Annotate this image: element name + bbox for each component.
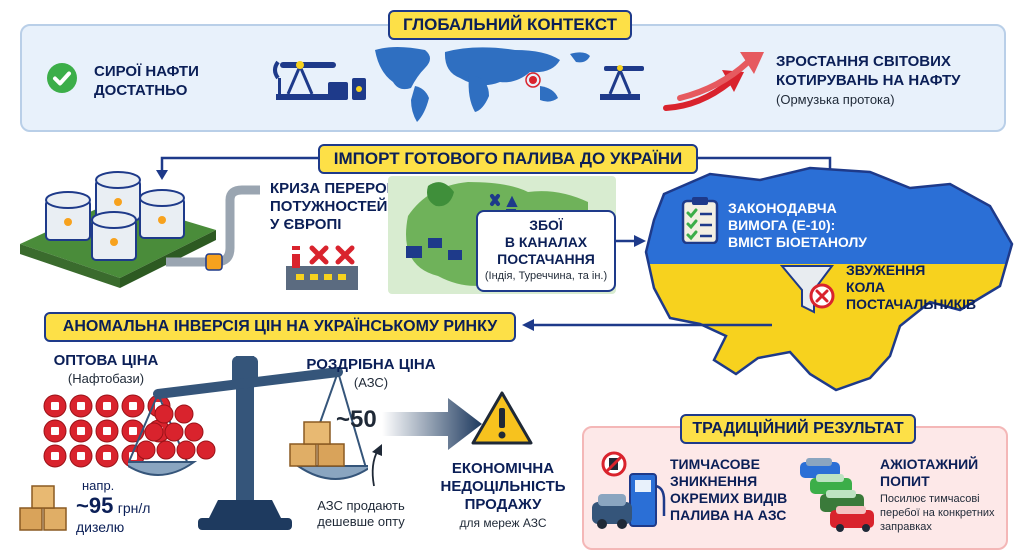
inefficiency-arrow bbox=[382, 396, 488, 452]
check-icon bbox=[46, 62, 78, 94]
retail-price-value: ~50 bbox=[336, 406, 377, 433]
panic-demand-text: АЖІОТАЖНИЙ ПОПИТ bbox=[880, 456, 979, 489]
balance-scale bbox=[128, 350, 368, 540]
supplier-narrowing-text: ЗВУЖЕННЯ КОЛА ПОСТАЧАЛЬНИКІВ bbox=[846, 262, 977, 312]
rising-arrows-icon bbox=[660, 46, 770, 118]
legal-requirement-text: ЗАКОНОДАВЧА ВИМОГА (Е-10): ВМІСТ БІОЕТАН… bbox=[728, 200, 868, 250]
refinery-closed-icon bbox=[282, 240, 378, 292]
wholesale-price-label: ОПТОВА ЦІНА bbox=[53, 352, 159, 369]
global-context-title: ГЛОБАЛЬНИЙ КОНТЕКСТ bbox=[388, 10, 632, 40]
result-title: ТРАДИЦІЙНИЙ РЕЗУЛЬТАТ bbox=[680, 414, 916, 444]
import-title: ІМПОРТ ГОТОВОГО ПАЛИВА ДО УКРАЇНИ bbox=[318, 144, 698, 174]
fuel-depot-illustration bbox=[16, 170, 266, 290]
supply-disruption-box bbox=[476, 210, 616, 292]
shortage-text: ТИМЧАСОВЕ ЗНИКНЕННЯ ОКРЕМИХ ВИДІВ ПАЛИВА… bbox=[670, 456, 788, 523]
scale-boxes-light bbox=[286, 420, 350, 470]
oil-pump-icon bbox=[273, 60, 336, 100]
wholesale-price-sub: (Нафтобази) bbox=[67, 371, 145, 386]
retail-price-sub: (АЗС) bbox=[353, 375, 389, 390]
retail-note: АЗС продають дешевше опту bbox=[317, 498, 405, 529]
supply-disruption-text: ЗБОЇ В КАНАЛАХ ПОСТАЧАННЯ bbox=[497, 217, 595, 267]
clipboard-icon bbox=[680, 196, 720, 244]
gas-station-icon bbox=[590, 450, 668, 532]
flow-arrow-to-ukraine bbox=[616, 234, 646, 248]
rising-prices-text: ЗРОСТАННЯ СВІТОВИХ КОТИРУВАНЬ НА НАФТУ bbox=[776, 53, 961, 89]
warning-icon bbox=[470, 390, 534, 448]
world-map-illustration bbox=[270, 42, 660, 126]
funnel-icon bbox=[778, 262, 838, 318]
supply-disruption-note: (Індія, Туреччина, та ін.) bbox=[484, 270, 608, 282]
inefficiency-text: ЕКОНОМІЧНА НЕДОЦІЛЬНІСТЬ ПРОДАЖУ bbox=[440, 460, 566, 513]
car-queue-icon bbox=[796, 458, 878, 532]
cargo-boxes-icon bbox=[18, 482, 70, 534]
inversion-title: АНОМАЛЬНА ІНВЕРСІЯ ЦІН НА УКРАЇНСЬКОМУ Р… bbox=[44, 312, 516, 342]
pointer-arrow bbox=[364, 440, 394, 488]
oil-pump-icon-right bbox=[600, 65, 644, 100]
wholesale-example: напр. ~95 грн/л дизелю bbox=[76, 478, 151, 535]
crude-sufficient-text: СИРОЇ НАФТИ ДОСТАТНЬО bbox=[94, 63, 199, 99]
scale-coins-heavy bbox=[134, 402, 218, 464]
retail-price-label: РОЗДРІБНА ЦІНА bbox=[306, 356, 436, 373]
inefficiency-note: для мереж АЗС bbox=[459, 516, 547, 530]
flow-arrow-inversion bbox=[522, 318, 772, 332]
panic-demand-note: Посилює тимчасові перебої на конкретних … bbox=[880, 493, 995, 533]
hormuz-note: (Ормузька протока) bbox=[776, 92, 895, 107]
